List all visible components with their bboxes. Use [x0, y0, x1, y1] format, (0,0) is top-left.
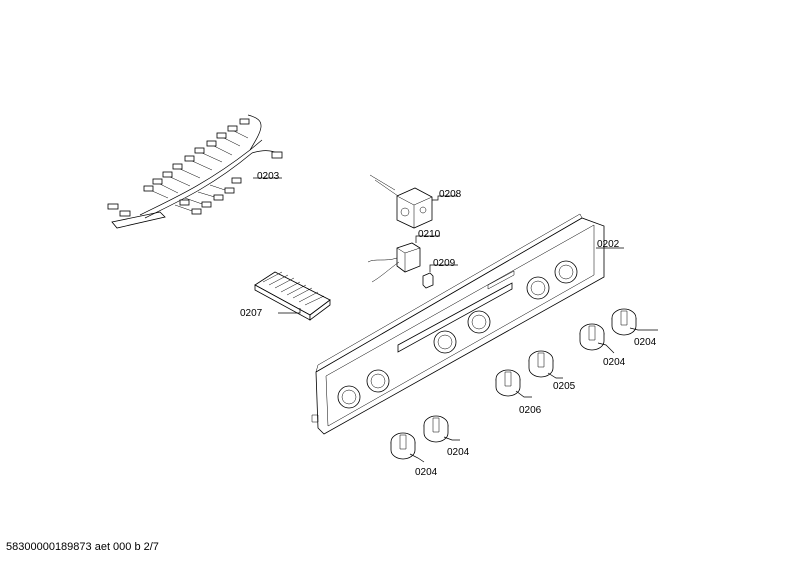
switch-0210	[367, 235, 440, 283]
label-0205: 0205	[553, 381, 576, 392]
control-panel-0202	[311, 213, 624, 435]
label-0209: 0209	[433, 258, 456, 269]
label-0204-a: 0204	[634, 337, 657, 348]
label-0203: 0203	[257, 171, 280, 182]
panel-knob-holes	[337, 260, 578, 409]
label-0207: 0207	[240, 308, 263, 319]
knob-right-upper	[611, 308, 658, 336]
switch-0208	[369, 174, 458, 229]
clip-0209	[422, 264, 458, 289]
knob-0205	[528, 350, 563, 379]
terminal-block-0207	[254, 271, 331, 321]
label-0204-c: 0204	[447, 447, 470, 458]
wiring-harness-0203	[107, 114, 283, 229]
label-0202: 0202	[597, 239, 620, 250]
knob-0206	[495, 369, 532, 398]
knob-left-lower	[390, 432, 425, 463]
label-0206: 0206	[519, 405, 542, 416]
label-0210: 0210	[418, 229, 441, 240]
label-0208: 0208	[439, 189, 462, 200]
knob-left-upper	[423, 415, 460, 443]
knob-right-lower	[579, 323, 615, 354]
document-code: 58300000189873 aet 000 b 2/7	[6, 541, 159, 553]
label-0204-d: 0204	[415, 467, 438, 478]
label-0204-b: 0204	[603, 357, 626, 368]
